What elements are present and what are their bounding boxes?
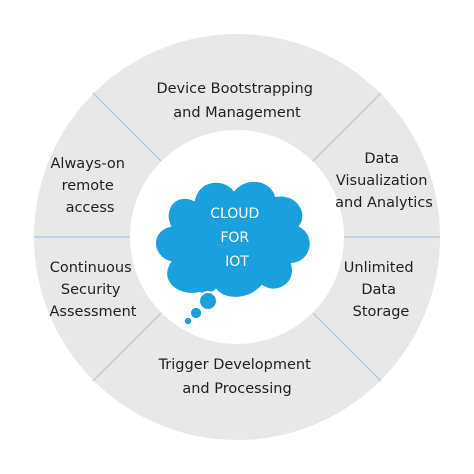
- segment-line: Security: [61, 282, 121, 298]
- divider-bottom-left: [92, 312, 162, 382]
- segment-line: Assessment: [50, 304, 137, 320]
- center-line-3: IOT: [225, 254, 249, 270]
- segment-device-bootstrapping: Device Bootstrapping and Management: [156, 81, 317, 121]
- segment-line: access: [66, 200, 115, 216]
- cloud-shape: [154, 180, 312, 326]
- segment-line: Always-on: [51, 156, 125, 172]
- center-line-1: CLOUD: [210, 206, 259, 222]
- cloud-icon: [154, 180, 312, 299]
- segment-line: Unlimited: [344, 260, 414, 276]
- thought-bubble-large: [198, 291, 218, 311]
- segment-line: Storage: [353, 304, 410, 320]
- segment-line: and Processing: [182, 381, 291, 397]
- segment-line: Device Bootstrapping: [156, 81, 313, 97]
- thought-bubble-medium: [189, 306, 203, 320]
- center-title: CLOUD FOR IOT: [210, 206, 264, 270]
- center-line-2: FOR: [220, 230, 249, 246]
- segment-security-assessment: Continuous Security Assessment: [50, 260, 137, 320]
- divider-top-left: [92, 92, 162, 162]
- segment-line: remote: [62, 178, 114, 194]
- segment-line: Visualization: [336, 173, 428, 189]
- segment-trigger-development: Trigger Development and Processing: [158, 357, 316, 397]
- thought-bubble-small: [183, 316, 193, 326]
- segment-always-on-access: Always-on remote access: [51, 156, 130, 216]
- segment-data-visualization: Data Visualization and Analytics: [335, 151, 433, 211]
- segment-unlimited-storage: Unlimited Data Storage: [344, 260, 418, 320]
- segment-dividers: [34, 92, 440, 382]
- segment-line: Continuous: [50, 260, 132, 276]
- segment-line: Data: [361, 282, 396, 298]
- segment-line: and Management: [173, 105, 301, 121]
- segment-line: Data: [364, 151, 399, 167]
- segment-line: Trigger Development: [158, 357, 312, 373]
- segment-line: and Analytics: [335, 195, 433, 211]
- divider-top-right: [312, 92, 382, 162]
- divider-bottom-right: [312, 312, 382, 382]
